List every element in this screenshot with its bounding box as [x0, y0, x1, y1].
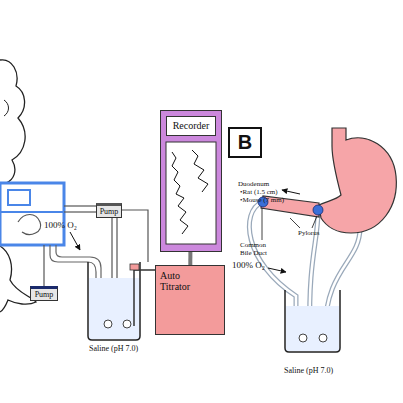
pump-box: Pump: [30, 286, 58, 301]
tube: [64, 211, 96, 212]
node-text: Pump: [97, 206, 121, 217]
tube: [64, 205, 96, 206]
titrator-box: Auto Titrator: [155, 265, 225, 335]
panel-letter-box: B: [228, 127, 262, 158]
text-label: •Mouse (7 mm): [240, 196, 284, 204]
chart-trace: [172, 152, 188, 234]
text-label: •Rat (1.5 cm): [240, 188, 278, 196]
text-label: Pylorus: [298, 229, 319, 237]
gas-arrow: [70, 232, 80, 250]
text-label: Duodenum: [238, 180, 269, 188]
text-label: 100% O₂: [44, 220, 77, 230]
tissue-sketch: [18, 215, 41, 235]
connector-line: [188, 252, 192, 265]
beaker: [88, 262, 140, 340]
leader-line: [262, 208, 263, 240]
tube: [43, 245, 44, 286]
saline-fill: [286, 306, 339, 351]
text-label: Common Bile Duct: [240, 241, 274, 257]
text-label: Saline (pH 7.0): [89, 344, 138, 353]
duct-ligature: [258, 197, 268, 207]
recorder-box: Recorder: [160, 110, 222, 252]
stirrer: [123, 320, 131, 328]
rat-outline: [0, 60, 25, 183]
leader-line: [290, 218, 300, 228]
stirrer: [319, 334, 327, 342]
text-label: 100% O₂: [232, 260, 265, 270]
flow-arrow: [282, 190, 300, 194]
pylorus-ligature: [313, 205, 323, 215]
electrode: [134, 270, 155, 326]
beaker: [285, 290, 340, 352]
rat-ear: [4, 100, 9, 116]
gas-arrow: [268, 268, 286, 272]
duodenum: [261, 196, 319, 217]
node-text: Recorder: [166, 116, 216, 136]
saline-fill: [89, 278, 139, 339]
node-text: Auto Titrator: [156, 266, 200, 292]
wire: [122, 210, 148, 262]
stirrer: [299, 334, 307, 342]
chart-trace: [192, 150, 208, 192]
rat-leg: [0, 246, 36, 312]
node-text: Pump: [31, 289, 57, 300]
electrode-cap: [130, 264, 139, 270]
leader-line: [312, 216, 317, 228]
text-label: Saline (pH 7.0): [284, 366, 333, 375]
node-text: B: [230, 129, 260, 156]
pump-box: Pump: [96, 203, 122, 218]
chamber-divider: [0, 211, 64, 213]
stomach: [319, 128, 396, 233]
chart-paper: [166, 142, 216, 244]
chamber-part: [8, 190, 30, 205]
stirrer: [104, 320, 112, 328]
chamber-frame: [0, 183, 64, 245]
